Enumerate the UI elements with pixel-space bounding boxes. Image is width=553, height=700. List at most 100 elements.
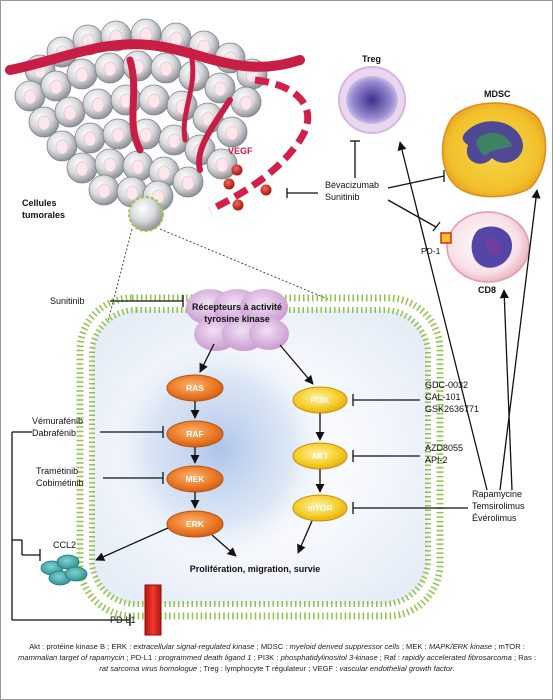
- receptor-label: Récepteurs à activité: [192, 302, 282, 312]
- raf-inhibition: [100, 426, 164, 438]
- tumor-cell-nucleus: [75, 161, 89, 177]
- legend-text: ; Raf :: [377, 653, 403, 662]
- tumor-cell-nucleus: [215, 157, 229, 173]
- node-akt: AKT: [292, 442, 348, 470]
- outcome-label: Prolifération, migration, survie: [190, 564, 321, 574]
- vegf-ball: [231, 164, 243, 176]
- tumor-cell-nucleus: [75, 67, 89, 83]
- legend-term: myeloid derived suppressor cells: [289, 642, 400, 651]
- mtor-inhibition: [352, 141, 541, 514]
- legend-text: ; Treg : lymphocyte T régulateur ; VEGF …: [197, 664, 340, 673]
- legend-term: rapidly accelerated fibrosarcoma: [402, 653, 512, 662]
- pdl1-label-text: PD-L1: [110, 615, 136, 625]
- zoom-line: [159, 228, 331, 301]
- pd1-label: PD-1: [421, 246, 441, 256]
- tumor-cell-nucleus: [131, 159, 145, 175]
- drug-cal101: CAL-101: [425, 392, 461, 402]
- mek-inhibition: [103, 472, 164, 484]
- vegf-ball: [232, 199, 244, 211]
- legend-term: MAPK/ERK kinase: [428, 642, 493, 651]
- treg-label: Treg: [362, 54, 381, 64]
- node-erk-label: ERK: [186, 519, 205, 529]
- blood-vessel-main: [5, 39, 305, 75]
- drug-bevacizumab: Bévacizumab: [325, 180, 379, 190]
- drug-trametinib: Tramétinib: [36, 466, 78, 476]
- receptor-tyrosine-kinase: [186, 289, 289, 351]
- legend-term: phosphatidylinositol 3-kinase: [280, 653, 378, 662]
- legend-text: Akt : protéine kinase B ; ERK :: [29, 642, 134, 651]
- legend-term: programmed death ligand 1: [158, 653, 252, 662]
- legend-term: extracellular signal-regulated kinase: [133, 642, 255, 651]
- drug-azd8055: AZD8055: [425, 443, 463, 453]
- legend-text: ; PD-L1 :: [124, 653, 159, 662]
- drug-gdc0032: GDC-0032: [425, 380, 468, 390]
- node-mtor-label: mTOR: [307, 503, 332, 513]
- tumor-cell-nucleus: [181, 175, 195, 191]
- tumor-cell-nucleus: [37, 115, 51, 131]
- highlighted-tumor-cell: [128, 196, 164, 232]
- tumor-cell-nucleus: [139, 127, 153, 143]
- akt-inhibition: [352, 450, 420, 462]
- tumor-cell-nucleus: [49, 79, 63, 95]
- tumor-cell-nucleus: [225, 125, 239, 141]
- drug-vemurafenib: Vémurafénib: [32, 416, 83, 426]
- drug-sunitinib-rtk: Sunitinib: [50, 296, 85, 306]
- drug-dabrafenib: Dabrafénib: [32, 428, 76, 438]
- drug-sunitinib: Sunitinib: [325, 192, 360, 202]
- vegf-label: VEGF: [228, 146, 253, 156]
- legend-term: rat sarcoma virus homologue: [99, 664, 198, 673]
- tumor-cell-nucleus: [91, 97, 105, 113]
- drug-api2: API-2: [425, 455, 448, 465]
- tumor-cluster: [5, 18, 312, 232]
- blood-vessel-branch: [181, 47, 196, 143]
- pd1-receptor: [440, 232, 452, 244]
- tumor-cell-nucleus: [159, 61, 173, 77]
- abbreviation-legend: Akt : protéine kinase B ; ERK : extracel…: [14, 641, 540, 674]
- mdsc-cell: [441, 102, 547, 198]
- tumor-cells-label: Cellules: [22, 198, 57, 208]
- legend-text: ; PI3K :: [251, 653, 281, 662]
- tumor-cell-nucleus: [147, 93, 161, 109]
- cytoplasm-glow: [100, 330, 340, 570]
- bev-sun-connectors: [286, 140, 445, 232]
- pi3k-inhibition: [352, 394, 420, 406]
- tumor-cell-nucleus: [83, 131, 97, 147]
- legend-text: ; Ras :: [511, 653, 536, 662]
- legend-term: mammalian target of rapamycin: [18, 653, 125, 662]
- pathway-arrows: [95, 343, 325, 561]
- angiogenic-vessel: [208, 76, 312, 214]
- tumor-cells-label: tumorales: [22, 210, 65, 220]
- tumor-cell-nucleus: [167, 133, 181, 149]
- node-mek: MEK: [166, 465, 224, 493]
- tumor-cell-nucleus: [125, 185, 139, 201]
- node-akt-label: AKT: [311, 451, 329, 461]
- tumor-cell-nucleus: [213, 81, 227, 97]
- legend-text: .: [452, 664, 455, 673]
- blood-vessel-branch: [196, 97, 233, 173]
- legend-text: ; MDSC :: [254, 642, 290, 651]
- tumor-cell-nucleus: [23, 89, 37, 105]
- node-raf-label: RAF: [186, 429, 203, 439]
- drug-gsk2636771: GSK2636771: [425, 404, 479, 414]
- blood-vessel-branch: [126, 56, 144, 154]
- node-erk: ERK: [166, 510, 224, 538]
- pdl1-receptor: [144, 584, 162, 636]
- left-bracket: [11, 431, 131, 626]
- tumor-cell-nucleus: [103, 157, 117, 173]
- tumor-cell-nucleus: [111, 127, 125, 143]
- node-ras-label: RAS: [186, 383, 204, 393]
- drug-rapamycine: Rapamycine: [472, 489, 522, 499]
- drug-everolimus: Évérolimus: [472, 513, 517, 523]
- vegf-ball: [223, 178, 235, 190]
- tumor-cell-nucleus: [239, 95, 253, 111]
- tumor-cell-nucleus: [63, 105, 77, 121]
- tumor-cell-nucleus: [55, 139, 69, 155]
- ccl2-label: CCL2: [53, 540, 76, 550]
- node-mtor: mTOR: [292, 494, 348, 522]
- tumor-cell-nucleus: [157, 165, 171, 181]
- drug-cobimetinib: Cobimétinib: [36, 478, 84, 488]
- tumor-cell-nucleus: [97, 183, 111, 199]
- vegf-ball: [260, 184, 272, 196]
- node-pi3k: PI3K: [292, 386, 348, 414]
